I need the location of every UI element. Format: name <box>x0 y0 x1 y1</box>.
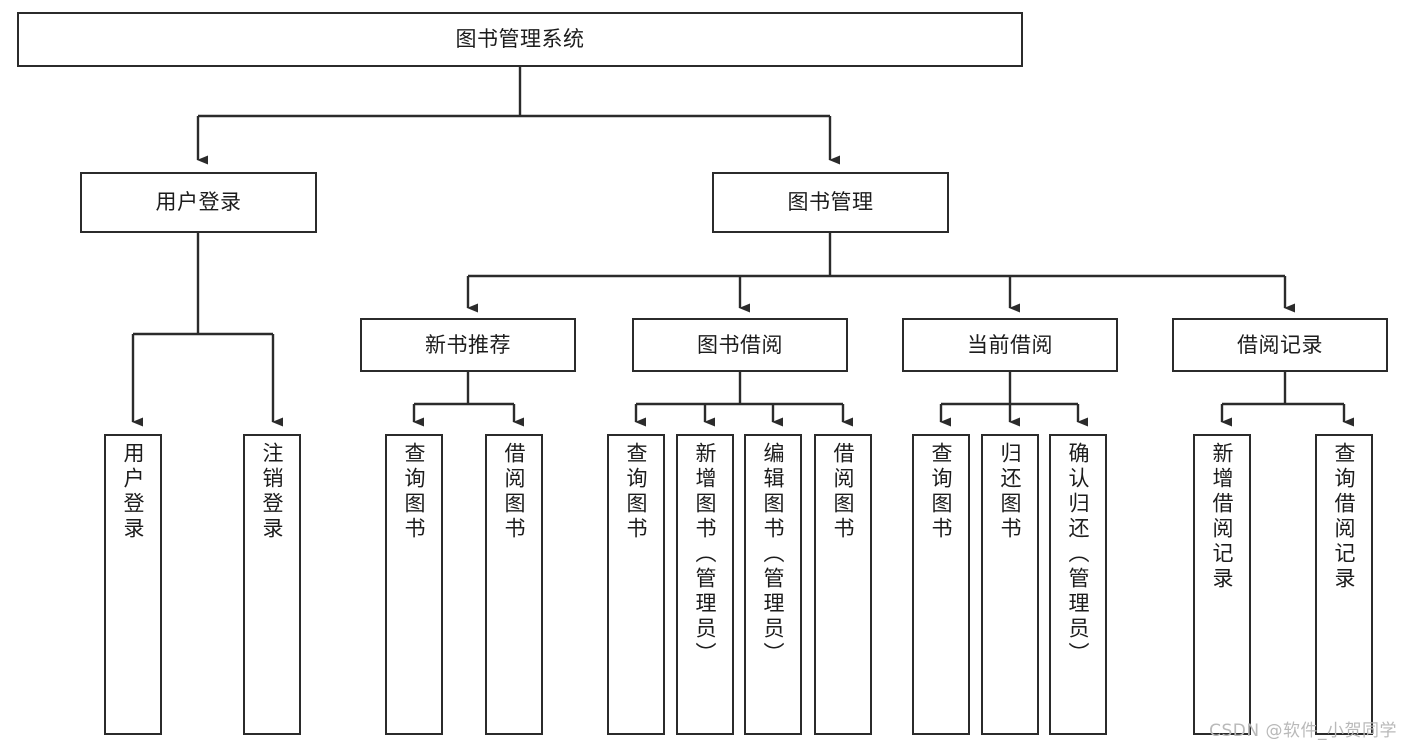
node-leaf-label: 用户登录 <box>121 442 146 542</box>
node-leaf-new-book-query[interactable]: 查询图书 <box>385 434 443 735</box>
node-leaf-label: 新增图书（管理员） <box>693 442 718 667</box>
node-new-book-recommend-label: 新书推荐 <box>425 332 511 357</box>
node-book-management[interactable]: 图书管理 <box>712 172 949 233</box>
node-leaf-book-borrow-borrow[interactable]: 借阅图书 <box>814 434 872 735</box>
node-leaf-label: 归还图书 <box>998 442 1023 542</box>
node-book-borrow[interactable]: 图书借阅 <box>632 318 848 372</box>
node-leaf-book-borrow-edit[interactable]: 编辑图书（管理员） <box>744 434 802 735</box>
node-root-label: 图书管理系统 <box>455 27 585 52</box>
node-borrow-record-label: 借阅记录 <box>1237 332 1323 357</box>
node-user-login[interactable]: 用户登录 <box>80 172 317 233</box>
node-leaf-label: 新增借阅记录 <box>1210 442 1235 592</box>
node-leaf-label: 确认归还（管理员） <box>1066 442 1091 667</box>
node-leaf-label: 查询图书 <box>402 442 427 542</box>
node-leaf-label: 注销登录 <box>260 442 285 542</box>
node-root-book-management-system[interactable]: 图书管理系统 <box>17 12 1023 67</box>
node-leaf-label: 查询图书 <box>624 442 649 542</box>
node-current-borrow[interactable]: 当前借阅 <box>902 318 1118 372</box>
node-leaf-label: 借阅图书 <box>502 442 527 542</box>
node-borrow-record[interactable]: 借阅记录 <box>1172 318 1388 372</box>
node-leaf-user-login-login[interactable]: 用户登录 <box>104 434 162 735</box>
node-leaf-borrow-record-add[interactable]: 新增借阅记录 <box>1193 434 1251 735</box>
node-leaf-current-borrow-confirm[interactable]: 确认归还（管理员） <box>1049 434 1107 735</box>
node-leaf-new-book-borrow[interactable]: 借阅图书 <box>485 434 543 735</box>
node-leaf-borrow-record-query[interactable]: 查询借阅记录 <box>1315 434 1373 735</box>
node-leaf-current-borrow-query[interactable]: 查询图书 <box>912 434 970 735</box>
node-leaf-label: 借阅图书 <box>831 442 856 542</box>
node-user-login-label: 用户登录 <box>155 190 242 215</box>
node-leaf-book-borrow-add[interactable]: 新增图书（管理员） <box>676 434 734 735</box>
node-leaf-current-borrow-return[interactable]: 归还图书 <box>981 434 1039 735</box>
node-leaf-book-borrow-query[interactable]: 查询图书 <box>607 434 665 735</box>
node-book-management-label: 图书管理 <box>787 190 874 215</box>
node-leaf-label: 查询图书 <box>929 442 954 542</box>
node-new-book-recommend[interactable]: 新书推荐 <box>360 318 576 372</box>
node-leaf-user-login-logout[interactable]: 注销登录 <box>243 434 301 735</box>
node-leaf-label: 查询借阅记录 <box>1332 442 1357 592</box>
node-leaf-label: 编辑图书（管理员） <box>761 442 786 667</box>
node-book-borrow-label: 图书借阅 <box>697 332 783 357</box>
node-current-borrow-label: 当前借阅 <box>967 332 1053 357</box>
